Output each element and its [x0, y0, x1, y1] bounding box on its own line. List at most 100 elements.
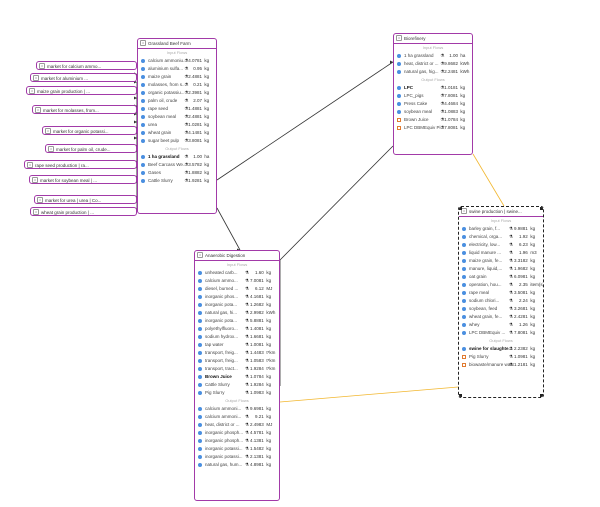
flow-amount[interactable]: 2.4881	[188, 114, 202, 119]
flow-amount[interactable]: 1.0281	[188, 122, 202, 127]
flow-amount[interactable]: 3.8081	[188, 138, 202, 143]
flow-amount[interactable]: 2.3981	[188, 90, 202, 95]
provider-node[interactable]: ⌂market for molasses, from...	[32, 105, 137, 114]
flow-amount[interactable]: 1.2682	[250, 302, 264, 307]
selection-handle[interactable]	[459, 207, 462, 210]
link-brown-juice-anaerobic[interactable]	[279, 145, 394, 386]
link-lpc-swine[interactable]	[472, 153, 505, 207]
process-node-grassland-beef-farm[interactable]: ⌂Grassland Beef Farm Input Flows calcium…	[137, 38, 217, 214]
flow-amount[interactable]: 1.2181	[514, 362, 528, 367]
node-header[interactable]: ⌂swine production | swine...	[459, 207, 543, 217]
provider-node[interactable]: ⌂market for urea | urea | Co...	[34, 195, 137, 204]
flow-amount[interactable]: 7.8081	[514, 330, 528, 335]
flow-amount[interactable]: 3.3182	[514, 258, 528, 263]
link-cattle-slurry-anaerobic[interactable]	[216, 207, 241, 251]
flow-amount[interactable]: 1.0081	[250, 342, 264, 347]
flow-amount[interactable]: 1.9284	[250, 366, 264, 371]
flow-amount[interactable]: 4.8981	[250, 462, 264, 467]
flow-amount[interactable]: 1.4483	[250, 350, 264, 355]
process-node-swine-production[interactable]: ⌂swine production | swine... Input Flows…	[458, 206, 544, 398]
flow-amount[interactable]: 6.12	[255, 286, 264, 291]
flow-amount[interactable]: 4.0781	[188, 58, 202, 63]
flow-amount[interactable]: 7.8081	[444, 125, 458, 130]
provider-node[interactable]: ⌂market for calcium ammo...	[36, 61, 137, 70]
provider-node[interactable]: ⌂maize grain production | ...	[26, 86, 137, 95]
flow-amount[interactable]: 1.9281	[188, 178, 202, 183]
flow-amount[interactable]: 4.1681	[250, 294, 264, 299]
flow-amount[interactable]: 3.5782	[188, 162, 202, 167]
flow-amount[interactable]: 3.2681	[514, 306, 528, 311]
node-header[interactable]: ⌂Biorefinery	[394, 34, 472, 44]
provider-node[interactable]: ⌂market for palm oil, crude...	[45, 144, 137, 153]
link-pig-slurry-anaerobic[interactable]	[279, 386, 459, 403]
flow-amount[interactable]: 5.8881	[250, 318, 264, 323]
provider-node[interactable]: ⌂market for soybean meal | ...	[29, 175, 137, 184]
selection-handle[interactable]	[540, 207, 543, 210]
process-node-anaerobic-digestion[interactable]: ⌂Anaerobic Digestion Input Flows unheate…	[194, 250, 280, 501]
flow-amount[interactable]: 2.4983	[250, 422, 264, 427]
provider-node[interactable]: ⌂market for organic potassi...	[42, 126, 137, 135]
flow-amount[interactable]: 2.24	[519, 298, 528, 303]
selection-handle[interactable]	[540, 394, 543, 397]
flow-amount[interactable]: 1.00	[193, 154, 202, 159]
flow-amount[interactable]: 1.8882	[188, 170, 202, 175]
node-header[interactable]: ⌂Anaerobic Digestion	[195, 251, 279, 261]
flow-amount[interactable]: 6.23	[519, 242, 528, 247]
flow-amount[interactable]: 1.26	[519, 322, 528, 327]
flow-amount[interactable]: 1.0583	[250, 358, 264, 363]
flow-amount[interactable]: 4.1481	[188, 130, 202, 135]
flow-amount[interactable]: 9.6981	[250, 406, 264, 411]
flow-amount[interactable]: 1.9284	[250, 382, 264, 387]
flow-amount[interactable]: 9.21	[255, 414, 264, 419]
flow-amount[interactable]: 0.95	[193, 66, 202, 71]
flow-amount[interactable]: 2.2382	[514, 346, 528, 351]
flow-amount[interactable]: 1.5482	[250, 446, 264, 451]
flow-amount[interactable]: 2.9982	[250, 310, 264, 315]
node-header[interactable]: ⌂Grassland Beef Farm	[138, 39, 216, 49]
flow-amount[interactable]: 4.4684	[444, 101, 458, 106]
